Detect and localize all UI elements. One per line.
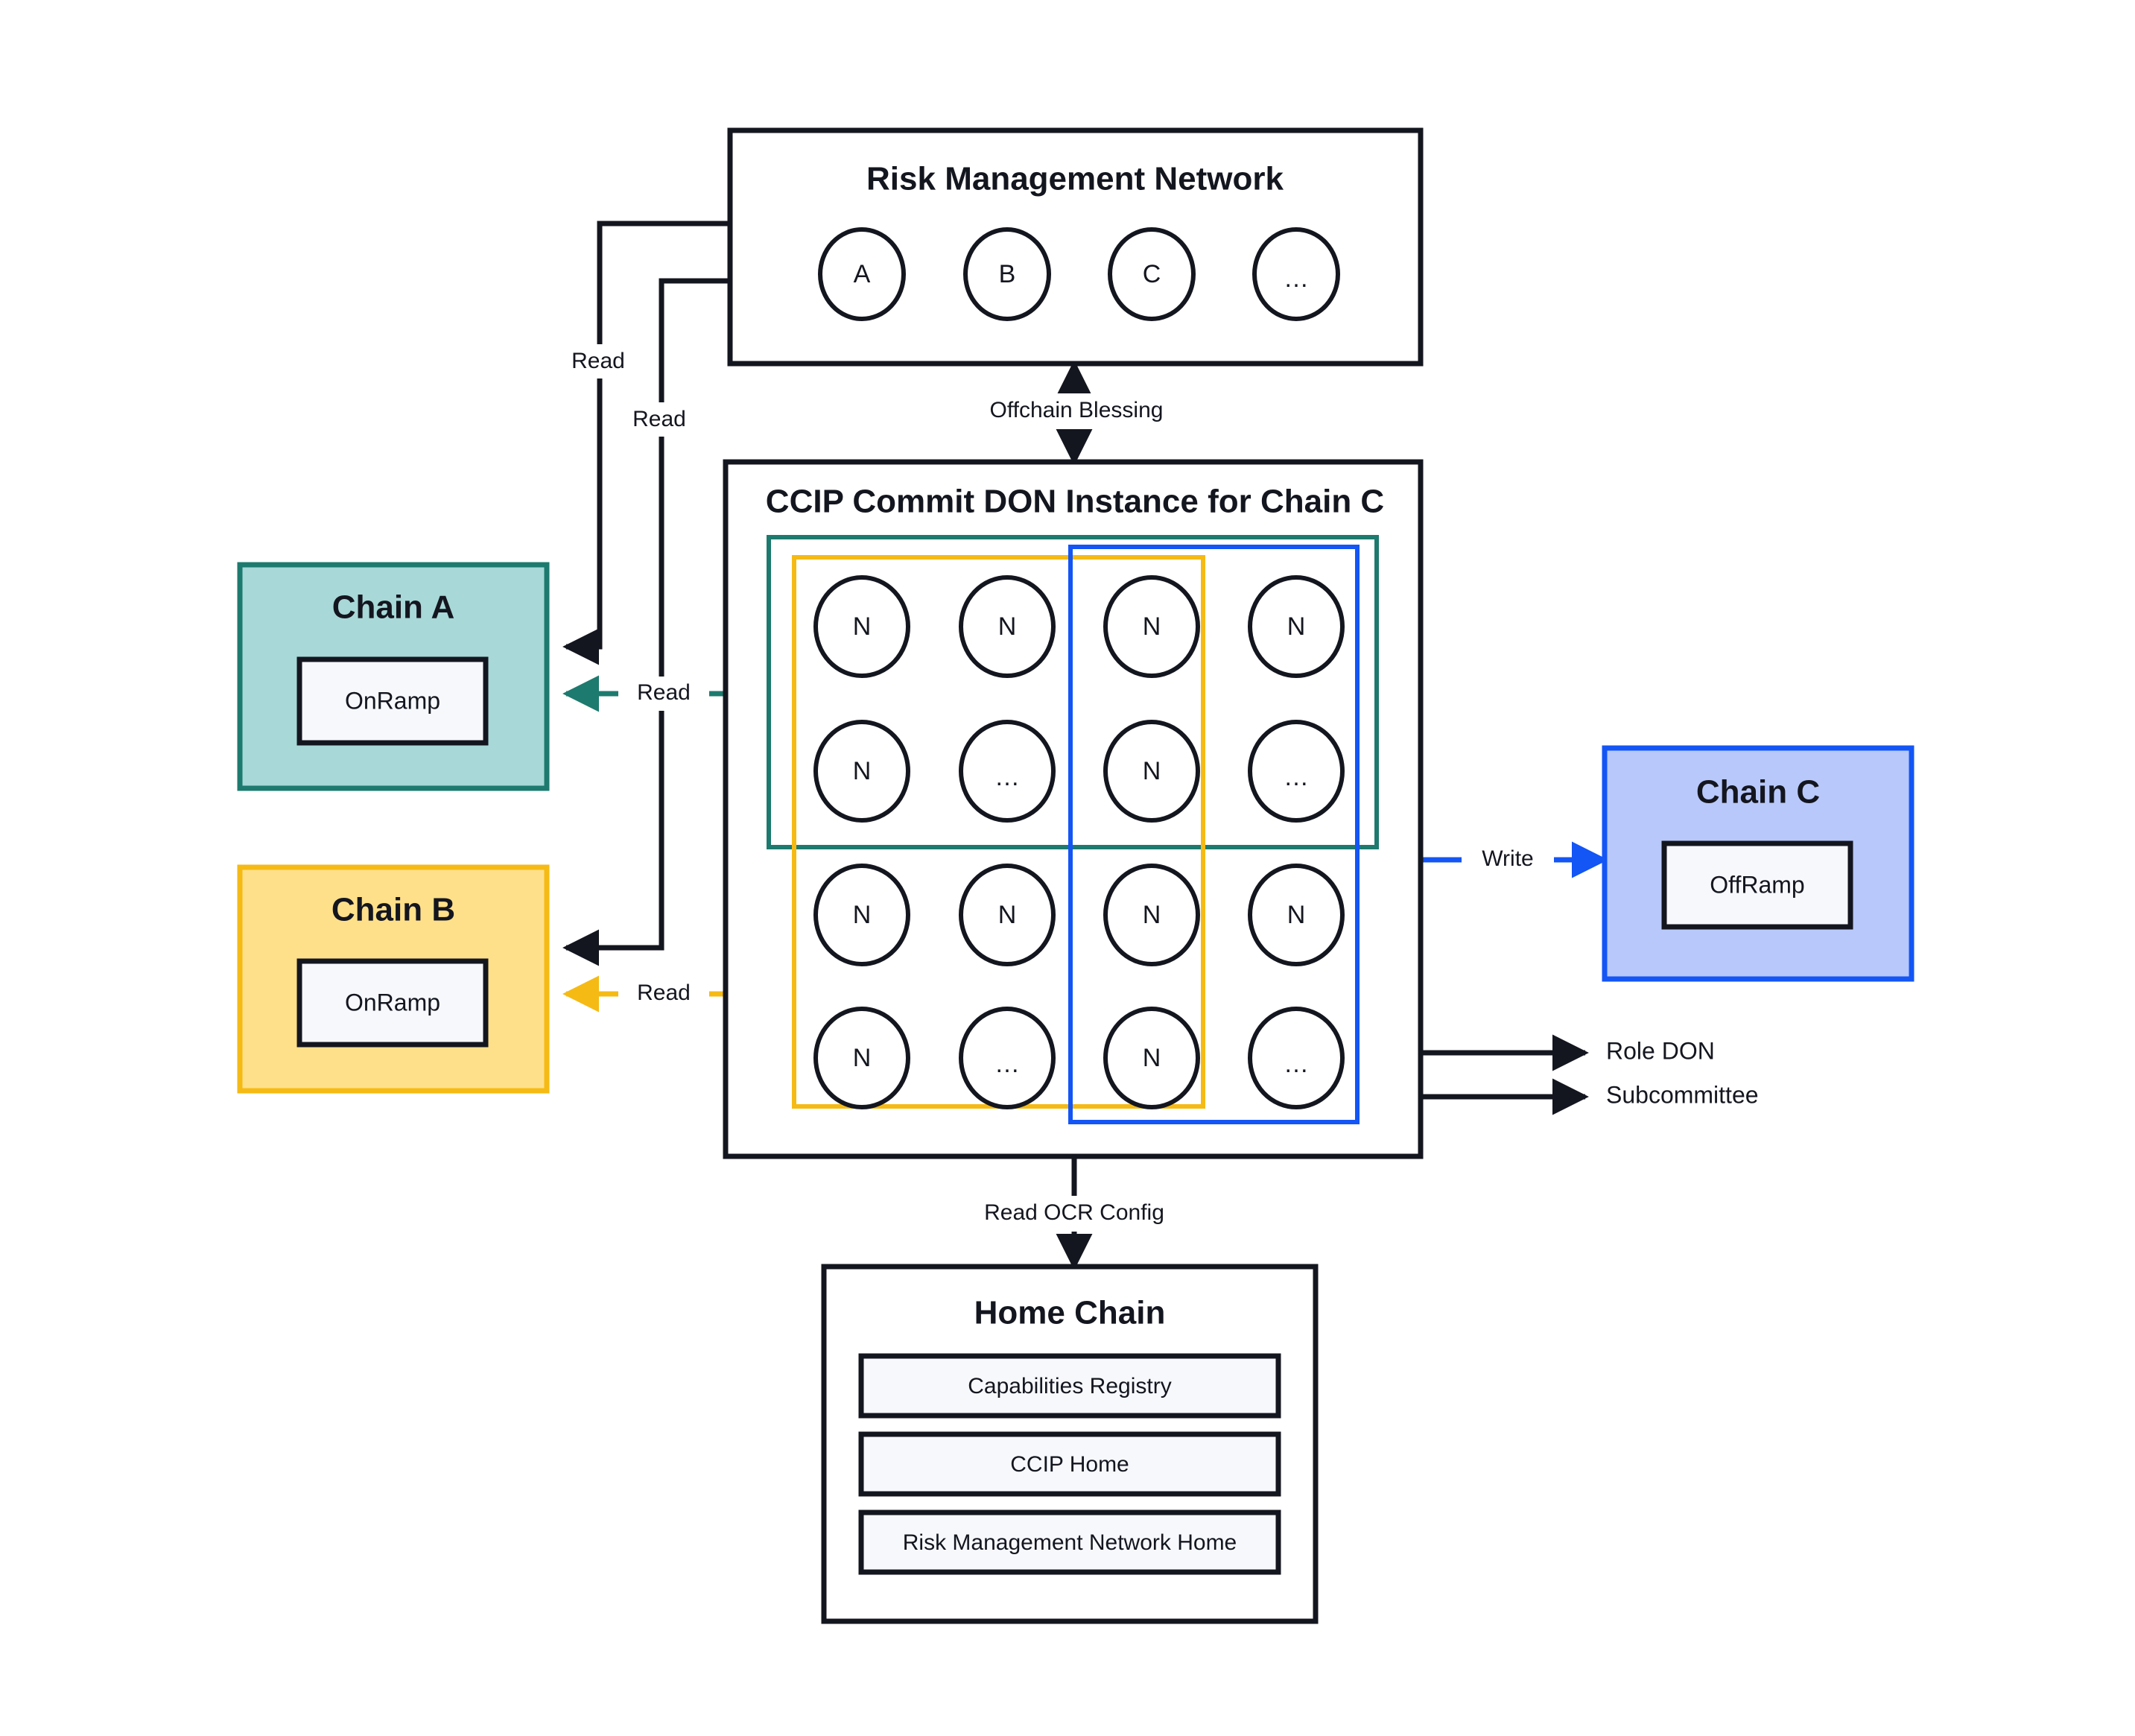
rmn-node-b[interactable]: B bbox=[963, 227, 1051, 321]
don-node[interactable]: N bbox=[1103, 720, 1200, 823]
edge-label-write: Write bbox=[1482, 846, 1533, 871]
chain-b-title: Chain B bbox=[331, 892, 455, 928]
edge-read-yellow-to-chain-b: Read bbox=[562, 975, 794, 1013]
chain-c-title: Chain C bbox=[1696, 774, 1820, 811]
home-chain-rmn-home[interactable]: Risk Management Network Home bbox=[858, 1510, 1281, 1575]
don-node[interactable]: N bbox=[813, 720, 910, 823]
rmn-node-a-label: A bbox=[854, 260, 871, 288]
edge-read-ocr-config: Read OCR Config bbox=[962, 1156, 1186, 1270]
chain-a-title: Chain A bbox=[332, 589, 455, 626]
legend-role-don-label: Role DON bbox=[1606, 1037, 1715, 1064]
chain-c-offramp[interactable]: OffRamp bbox=[1661, 840, 1853, 930]
edge-offchain-blessing: Offchain Blessing bbox=[968, 360, 1184, 466]
edge-read-rmn-to-chain-b: Read bbox=[562, 278, 730, 966]
edge-label-read-ocr-config: Read OCR Config bbox=[984, 1200, 1164, 1225]
ccip-commit-don-title: CCIP Commit DON Instance for Chain C bbox=[766, 484, 1384, 520]
edge-label-read-b-yellow: Read bbox=[637, 981, 691, 1005]
don-node[interactable]: … bbox=[959, 720, 1056, 823]
legend-role-don: Role DON bbox=[1606, 1037, 1715, 1064]
chain-b-onramp-label: OnRamp bbox=[345, 989, 440, 1016]
don-node-label: N bbox=[853, 901, 872, 929]
rmn-node-more-label: … bbox=[1284, 264, 1309, 293]
home-chain-ccip-home[interactable]: CCIP Home bbox=[858, 1431, 1281, 1497]
subcommittee-overlay[interactable] bbox=[1068, 545, 1360, 1124]
home-chain-capabilities-registry[interactable]: Capabilities Registry bbox=[858, 1353, 1281, 1419]
don-node-label: N bbox=[1143, 901, 1161, 929]
risk-management-network-title: Risk Management Network bbox=[866, 161, 1284, 197]
don-node-label: N bbox=[1143, 757, 1161, 785]
don-node[interactable]: N bbox=[813, 575, 910, 678]
home-chain-box[interactable]: Home Chain Capabilities Registry CCIP Ho… bbox=[821, 1264, 1319, 1624]
don-node-label: … bbox=[1284, 1050, 1309, 1078]
don-node[interactable]: N bbox=[1248, 864, 1345, 966]
don-node-label: … bbox=[1284, 763, 1309, 791]
don-node-label: … bbox=[994, 1050, 1020, 1078]
don-node[interactable]: N bbox=[959, 864, 1056, 966]
rmn-home-label: Risk Management Network Home bbox=[903, 1530, 1237, 1555]
don-node-label: N bbox=[853, 757, 872, 785]
chain-a-box[interactable]: Chain A OnRamp bbox=[237, 562, 550, 791]
don-node[interactable]: N bbox=[1103, 1007, 1200, 1109]
ccip-home-label: CCIP Home bbox=[1010, 1452, 1129, 1477]
don-node-label: N bbox=[1143, 1044, 1161, 1072]
ccip-commit-don-box[interactable]: CCIP Commit DON Instance for Chain C N N… bbox=[723, 459, 1424, 1159]
rmn-node-b-label: B bbox=[999, 260, 1016, 288]
edge-read-rmn-to-chain-a: Read bbox=[557, 221, 730, 665]
rmn-node-c-label: C bbox=[1143, 260, 1161, 288]
rmn-node-more[interactable]: … bbox=[1252, 227, 1340, 321]
legend-subcommittee-label: Subcommittee bbox=[1606, 1081, 1759, 1108]
don-node-label: N bbox=[853, 1044, 872, 1072]
don-node[interactable]: N bbox=[1248, 575, 1345, 678]
edge-label-offchain-blessing: Offchain Blessing bbox=[990, 398, 1164, 422]
chain-b-box[interactable]: Chain B OnRamp bbox=[237, 864, 550, 1094]
don-node[interactable]: N bbox=[959, 575, 1056, 678]
don-node[interactable]: N bbox=[813, 864, 910, 966]
don-node-label: N bbox=[1287, 901, 1306, 929]
chain-c-box[interactable]: Chain C OffRamp bbox=[1602, 745, 1914, 982]
don-node[interactable]: … bbox=[1248, 1007, 1345, 1109]
chain-c-offramp-label: OffRamp bbox=[1710, 871, 1804, 898]
don-node[interactable]: N bbox=[1103, 864, 1200, 966]
don-node-label: N bbox=[1143, 612, 1161, 641]
chain-b-onramp[interactable]: OnRamp bbox=[296, 958, 489, 1048]
don-node-label: N bbox=[1287, 612, 1306, 641]
don-node[interactable]: N bbox=[1103, 575, 1200, 678]
don-node-label: N bbox=[998, 612, 1017, 641]
edge-label-read-a-black: Read bbox=[571, 349, 625, 373]
edge-label-read-b-black: Read bbox=[632, 407, 686, 431]
don-node[interactable]: N bbox=[813, 1007, 910, 1109]
don-node[interactable]: … bbox=[959, 1007, 1056, 1109]
rmn-node-c[interactable]: C bbox=[1108, 227, 1196, 321]
don-node-label: … bbox=[994, 763, 1020, 791]
legend-subcommittee: Subcommittee bbox=[1606, 1081, 1759, 1108]
risk-management-network-box[interactable]: Risk Management Network A B C … bbox=[727, 127, 1424, 367]
edge-label-read-a-teal: Read bbox=[637, 680, 691, 705]
don-node-label: N bbox=[998, 901, 1017, 929]
home-chain-title: Home Chain bbox=[974, 1295, 1166, 1331]
capabilities-registry-label: Capabilities Registry bbox=[968, 1374, 1171, 1398]
rmn-node-a[interactable]: A bbox=[818, 227, 906, 321]
don-node-label: N bbox=[853, 612, 872, 641]
chain-a-onramp[interactable]: OnRamp bbox=[296, 656, 489, 746]
chain-a-onramp-label: OnRamp bbox=[345, 687, 440, 714]
don-node[interactable]: … bbox=[1248, 720, 1345, 823]
